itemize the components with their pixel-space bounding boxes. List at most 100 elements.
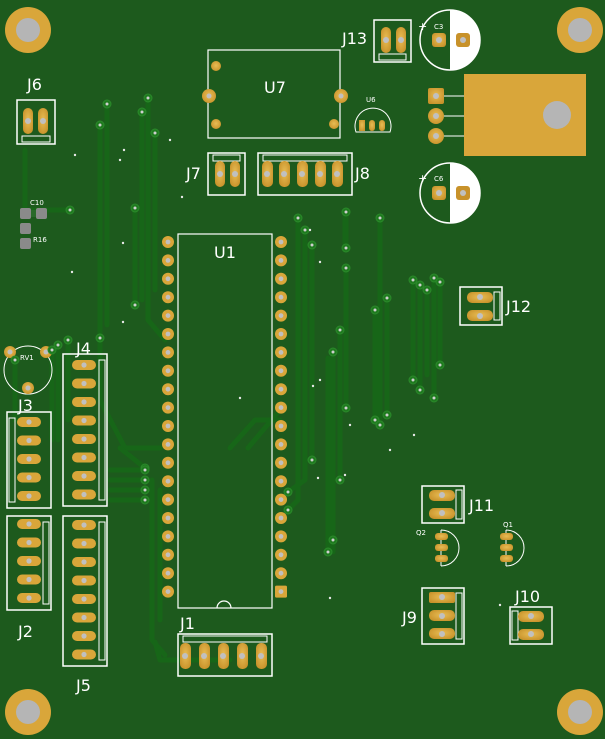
u1-pad [275,291,287,304]
via [408,375,418,385]
connector-j10 [509,606,553,645]
test-dot [238,396,242,400]
plus-c3: + [418,20,427,33]
via [137,107,147,117]
connector-j2 [6,515,52,611]
connector-pin [72,360,96,370]
via [335,475,345,485]
u1-pad [162,309,174,322]
u1-pad [162,420,174,432]
test-dot [328,596,332,600]
u1-pad [162,493,174,506]
connector-pin [17,472,41,483]
test-dot [348,423,352,427]
plus-c6: + [418,172,427,185]
test-dot [180,195,184,199]
label-j5: J5 [75,676,91,695]
test-dot [308,228,312,232]
u1-pad [275,346,287,359]
connector-pin [17,574,41,585]
connector-pin [72,415,96,426]
label-j13: J13 [341,29,367,48]
u1-pad [275,456,287,469]
label-j4: J4 [75,339,91,358]
via [382,410,392,420]
connector-j11 [421,485,465,524]
mounting-holes [5,7,603,735]
connector-pin [72,612,96,623]
via [375,420,385,430]
via [283,505,293,515]
via [65,205,75,215]
test-dot [73,153,77,157]
test-dot [318,378,322,382]
via [95,120,105,130]
label-j6: J6 [26,75,42,94]
connector-pin [72,538,96,549]
u1-pad [162,291,174,304]
regulator-u6 [354,107,392,133]
via [63,335,73,345]
connector-pin [17,454,41,464]
transistor-q1 [500,529,525,567]
via [307,455,317,465]
label-j3: J3 [17,396,33,415]
via [328,535,338,545]
via [130,300,140,310]
smd-c10 [20,208,47,219]
via [341,243,351,253]
u1-pad [275,567,287,580]
u1-pad [275,236,287,248]
connector-pin [72,631,96,641]
connector-pin [72,397,96,407]
connector-pin [17,435,41,446]
u1-pad [162,512,174,524]
via [140,495,150,505]
u1-pad [162,401,174,414]
test-dot [412,433,416,437]
u1-pad [162,585,174,598]
via [307,240,317,250]
label-j8: J8 [354,164,370,183]
connector-pin [17,491,41,501]
via [293,213,303,223]
test-dot [118,158,122,162]
u1-pad [275,383,287,396]
label-u1: U1 [214,243,236,262]
via [435,360,445,370]
u1-pad [162,475,174,488]
connector-pin [72,452,96,463]
label-c10: C10 [30,199,44,207]
via [375,213,385,223]
connector-pin [72,649,96,660]
label-j7: J7 [185,164,201,183]
u1-pad [162,364,174,377]
module-u7 [202,49,348,139]
connector-pin [72,575,96,586]
test-dot [318,260,322,264]
via [323,547,333,557]
via [415,280,425,290]
connector-pin [72,471,96,481]
connector-pin [17,519,41,529]
label-j11: J11 [468,496,494,515]
label-c3: C3 [434,23,443,31]
via [95,333,105,343]
mounting-hole-top-right [557,7,603,53]
u1-pad [162,272,174,285]
via [422,285,432,295]
label-c6: C6 [434,175,444,183]
via [140,465,150,475]
connector-j4 [62,353,108,507]
u1-pad [162,383,174,396]
u1-pad [275,364,287,377]
u1-left-pins [162,236,174,598]
u1-pad [162,346,174,359]
via [283,487,293,497]
via [300,225,310,235]
connector-j7 [207,152,246,196]
connector-j9 [421,587,465,645]
via [408,275,418,285]
mounting-hole-top-left [5,7,51,53]
